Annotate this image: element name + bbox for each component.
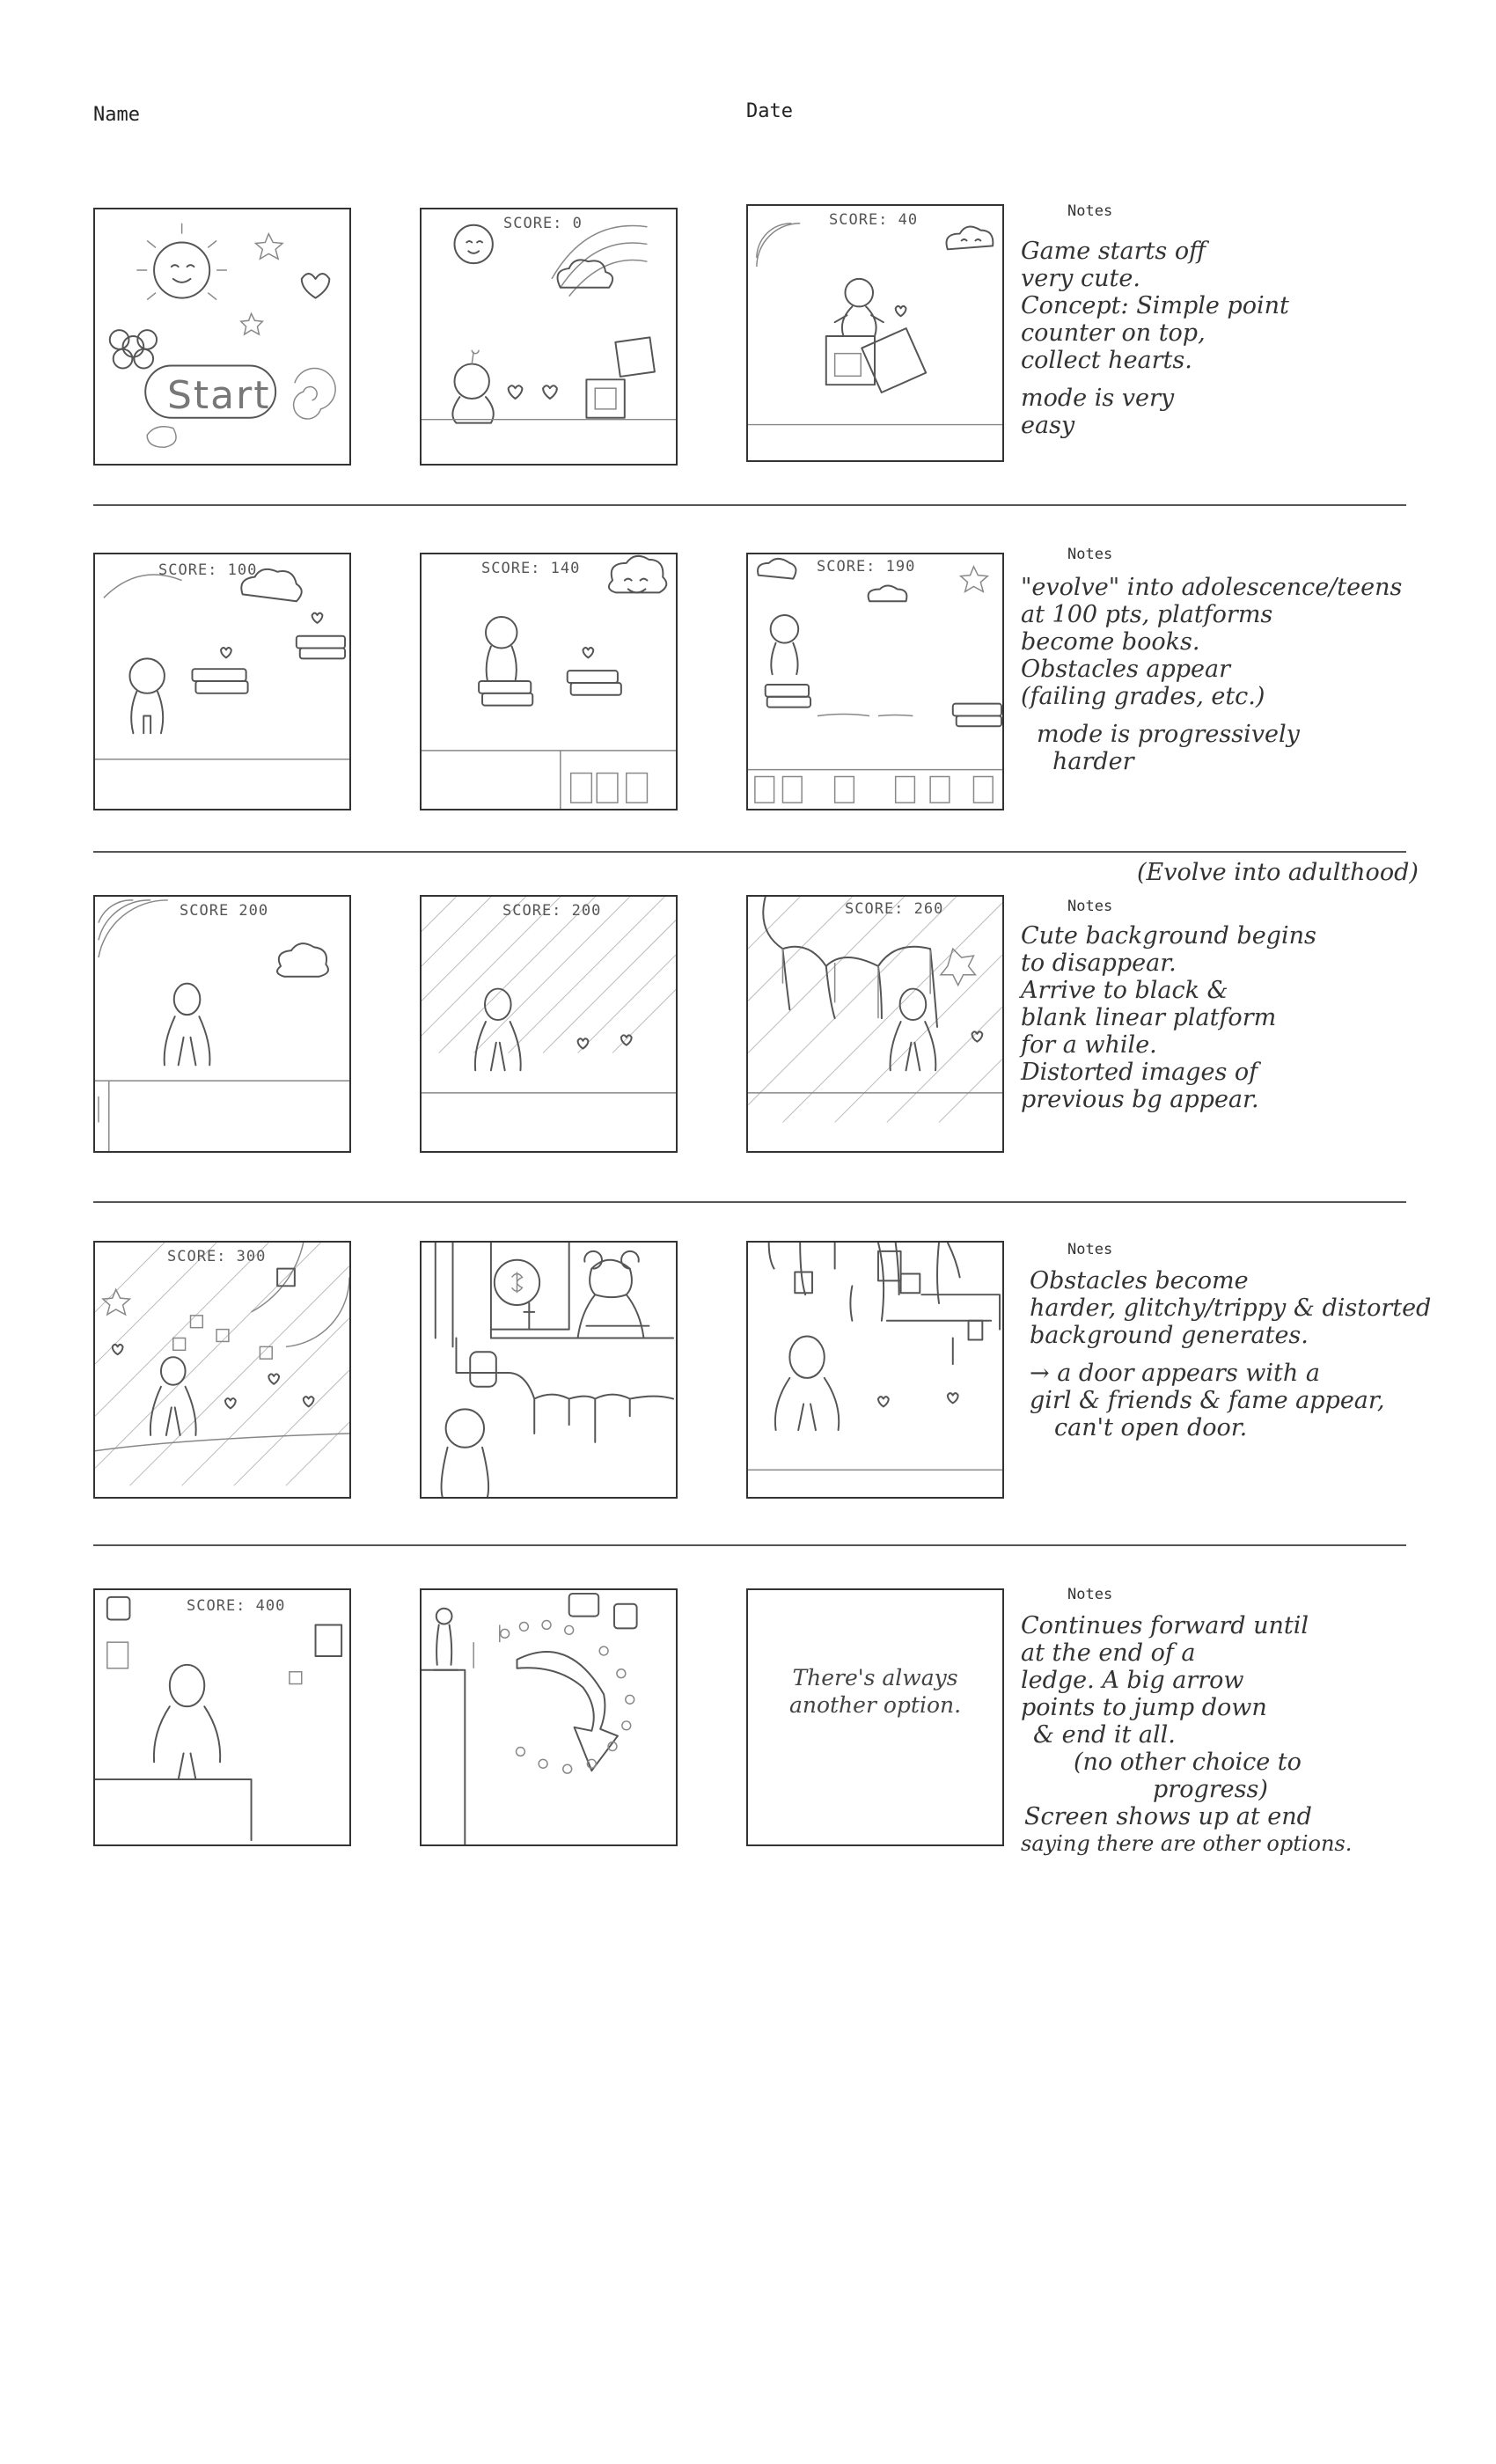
date-label: Date: [746, 100, 793, 122]
notes-label: Notes: [1067, 546, 1113, 563]
notes-label: Notes: [1067, 1586, 1113, 1603]
row-divider: [93, 1544, 1406, 1546]
score-label: SCORE: 190: [817, 558, 916, 576]
row-divider: [93, 504, 1406, 506]
score-label: SCORE: 200: [502, 902, 602, 920]
evolve-adulthood-note: (Evolve into adulthood): [1137, 859, 1419, 886]
storyboard-frame-3-3: SCORE: 260: [746, 895, 1004, 1153]
row-divider: [93, 851, 1406, 853]
score-label: SCORE 200: [180, 902, 269, 920]
storyboard-frame-2-1: SCORE: 100: [93, 553, 351, 810]
start-button-sketch: Start: [167, 373, 271, 418]
storyboard-frame-5-1: SCORE: 400: [93, 1588, 351, 1846]
score-label: SCORE: 400: [187, 1597, 286, 1615]
row-divider: [93, 1201, 1406, 1203]
storyboard-frame-4-2: [420, 1241, 678, 1499]
storyboard-frame-1-1: Start: [93, 208, 351, 466]
storyboard-frame-2-2: SCORE: 140: [420, 553, 678, 810]
notes-label: Notes: [1067, 1241, 1113, 1258]
storyboard-frame-2-3: SCORE: 190: [746, 553, 1004, 810]
storyboard-frame-4-1: SCORE: 300: [93, 1241, 351, 1499]
name-label: Name: [93, 104, 140, 126]
score-label: SCORE: 260: [845, 900, 944, 918]
score-label: SCORE: 140: [481, 560, 581, 577]
score-label: SCORE: 0: [503, 215, 583, 232]
score-label: SCORE: 300: [167, 1248, 267, 1265]
storyboard-frame-3-2: SCORE: 200: [420, 895, 678, 1153]
storyboard-frame-3-1: SCORE 200: [93, 895, 351, 1153]
notes-label: Notes: [1067, 898, 1113, 915]
notes-label: Notes: [1067, 202, 1113, 220]
score-label: SCORE: 100: [158, 561, 258, 579]
storyboard-frame-1-3: SCORE: 40: [746, 204, 1004, 462]
storyboard-frame-4-3: [746, 1241, 1004, 1499]
storyboard-frame-5-2: [420, 1588, 678, 1846]
storyboard-frame-1-2: SCORE: 0: [420, 208, 678, 466]
storyboard-frame-5-3: There's always another option.: [746, 1588, 1004, 1846]
final-message: There's always another option.: [788, 1665, 962, 1718]
score-label: SCORE: 40: [829, 211, 919, 229]
